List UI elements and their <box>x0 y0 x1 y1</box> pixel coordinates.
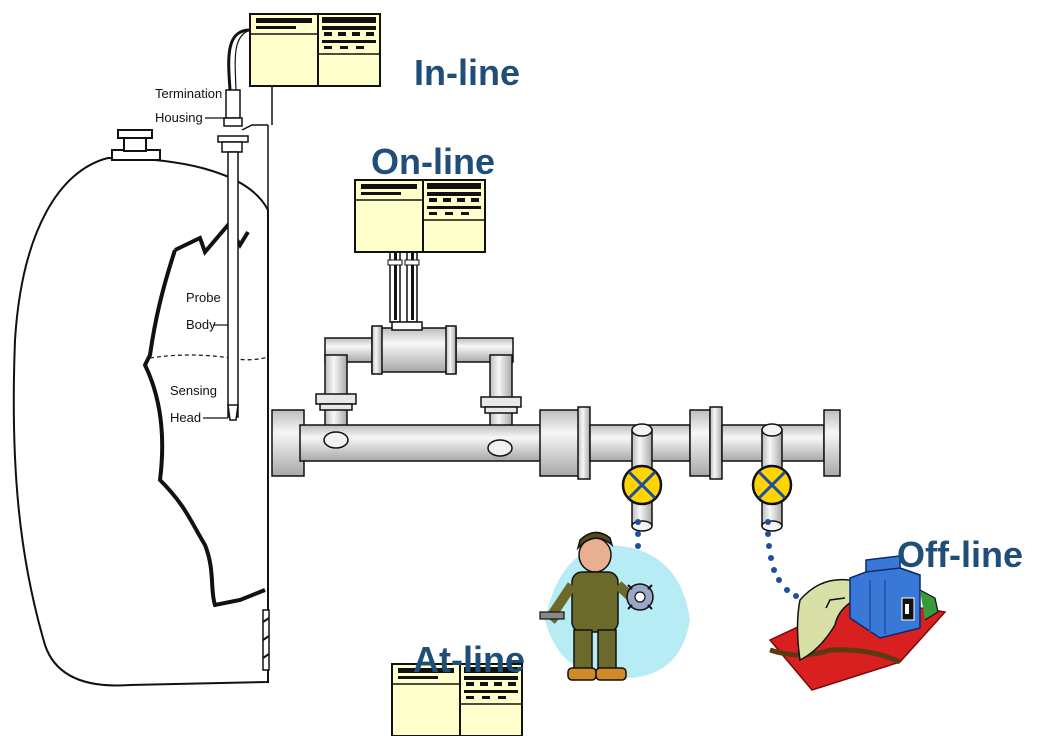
sample-valve-1 <box>621 423 663 532</box>
sensing-label: Sensing <box>170 383 217 398</box>
termination-label: Termination <box>155 86 223 101</box>
on-line-label: On-line <box>371 141 495 182</box>
body-label: Body <box>186 317 216 332</box>
on-line-analyzer <box>354 179 486 253</box>
head-label: Head <box>170 410 202 425</box>
at-line-label: At-line <box>413 639 525 680</box>
sample-valve-2 <box>751 423 793 532</box>
in-line-analyzer <box>249 13 381 87</box>
lab-icon <box>768 555 947 691</box>
off-line-label: Off-line <box>897 534 1023 575</box>
bypass-loop <box>315 249 522 446</box>
probe-label: Probe <box>186 290 221 305</box>
main-pipe <box>271 406 841 480</box>
housing-label: Housing <box>155 110 203 125</box>
in-line-label: In-line <box>414 52 520 93</box>
worker-icon <box>539 531 690 681</box>
tank <box>12 129 270 687</box>
in-line-probe <box>203 28 273 421</box>
sample-drops-2 <box>765 519 799 599</box>
